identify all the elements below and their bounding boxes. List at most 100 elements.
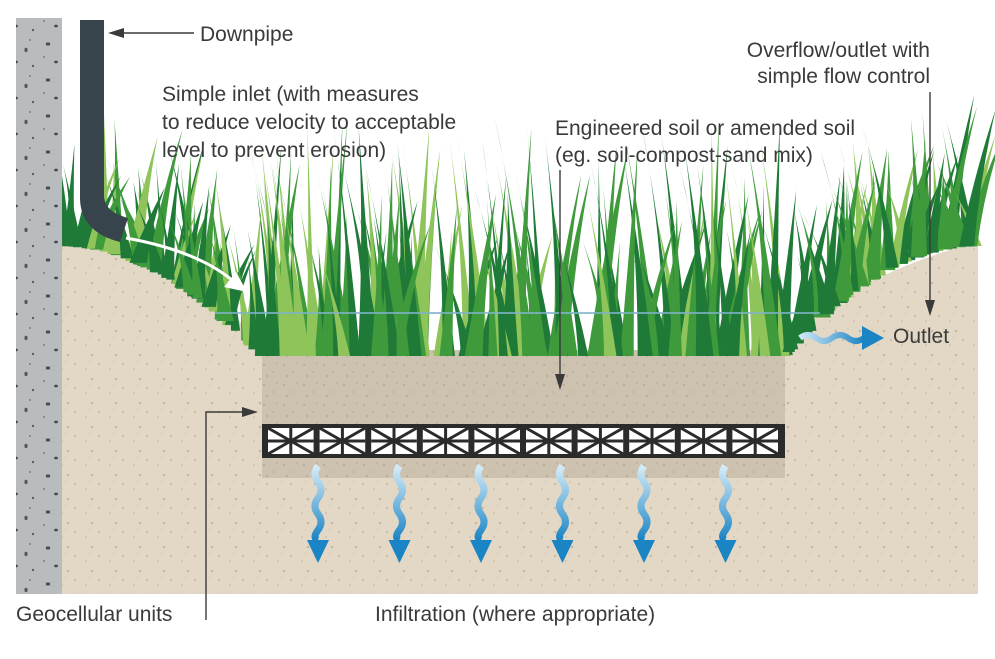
geocellular-unit — [525, 426, 573, 456]
geocellular-units — [262, 424, 785, 458]
infiltration-arrow — [551, 463, 574, 563]
grass-blade — [63, 164, 82, 247]
grass-blade — [129, 187, 165, 263]
grass-blade — [911, 140, 927, 257]
grass-blade — [590, 160, 624, 356]
geocellular-leader — [205, 411, 244, 620]
grass-blade — [313, 237, 351, 356]
inlet-label-line2: to reduce velocity to acceptable — [162, 111, 457, 134]
grass-blade — [487, 198, 498, 356]
overflow-label-line1: Overflow/outlet with — [746, 39, 930, 62]
grass — [50, 95, 995, 357]
grass-blade — [959, 111, 995, 247]
grass-blade — [209, 233, 234, 322]
downpipe-leader-head — [108, 28, 124, 38]
grass-blade — [501, 192, 519, 356]
grass-blade — [630, 236, 673, 356]
grass-blade — [544, 130, 569, 356]
inlet-label-line3: level to prevent erosion) — [162, 139, 387, 162]
grass-blade — [357, 125, 376, 356]
leader-lines — [108, 28, 935, 620]
soil-leader-head — [555, 374, 565, 390]
grass-blade — [668, 199, 682, 356]
grass-blade — [861, 125, 899, 268]
grass-blade — [264, 216, 282, 356]
grass-blade — [683, 144, 714, 356]
grass-blade — [105, 155, 147, 264]
grass-blade — [888, 148, 919, 267]
grass-blade — [827, 178, 870, 287]
grass-blade — [407, 128, 430, 356]
engineered-soil-texture — [262, 350, 785, 478]
grass-blade — [284, 210, 311, 356]
grass-blade — [685, 164, 704, 356]
grass-blade — [371, 194, 383, 356]
geocellular-unit — [422, 426, 470, 456]
grass-blade — [765, 120, 781, 357]
grass-blade — [552, 221, 589, 356]
grass-blade — [102, 168, 134, 259]
grass-blade — [275, 169, 316, 356]
grass-blade — [820, 152, 854, 295]
soil-label-line1: Engineered soil or amended soil — [555, 117, 856, 140]
geocellular-unit — [680, 426, 728, 456]
grass-blade — [619, 148, 638, 356]
outlet-label: Outlet — [893, 325, 950, 348]
geocellular-unit — [318, 426, 366, 456]
grass-blade — [698, 189, 720, 356]
grass-blade — [259, 141, 292, 356]
infiltration-arrow — [388, 463, 411, 563]
soil-label-line2: (eg. soil-compost-sand mix) — [555, 144, 813, 167]
grass-blade — [739, 168, 771, 356]
infiltration-arrow — [470, 463, 492, 563]
grass-blade — [321, 165, 334, 356]
downpipe-label: Downpipe — [200, 23, 294, 46]
geocellular-unit — [473, 426, 521, 456]
grass-blade — [846, 181, 859, 291]
grass-blade — [622, 123, 659, 356]
geocellular-unit — [628, 426, 676, 456]
grass-blade — [552, 174, 591, 356]
overflow-leader-head — [925, 300, 935, 316]
grass-blade — [380, 193, 400, 356]
grass-blade — [439, 205, 457, 356]
grass-blade — [181, 183, 203, 299]
grass-blade — [641, 126, 676, 356]
grass-blade — [494, 117, 535, 356]
grass-blade — [622, 149, 653, 356]
downpipe — [80, 20, 128, 242]
grass-blade — [270, 161, 300, 356]
infiltration-arrow — [714, 463, 737, 563]
geocellular-leader-head — [242, 407, 258, 417]
grass-blade — [386, 177, 410, 356]
grass-blade — [795, 249, 815, 330]
grass-blade — [515, 170, 547, 356]
grass-blade — [365, 166, 401, 356]
infiltration-arrow — [307, 463, 329, 563]
grass-blade — [191, 185, 210, 299]
outlet-arrowhead — [862, 326, 884, 350]
grass-blade — [863, 148, 888, 280]
grass-blade — [744, 126, 782, 356]
overflow-label-line2: simple flow control — [757, 65, 930, 88]
geocellular-unit — [267, 426, 315, 456]
grass-blade — [247, 230, 273, 356]
geocellular-unit — [731, 426, 779, 456]
grass-blade — [434, 244, 474, 356]
grass-blade — [788, 204, 817, 344]
infiltration-arrows — [307, 463, 737, 563]
grass-blade — [482, 139, 508, 356]
grass-blade — [218, 202, 241, 331]
grass-blade — [801, 211, 841, 307]
grass-blade — [248, 257, 260, 350]
grass-blade — [306, 121, 316, 356]
grass-blade — [526, 119, 546, 356]
grass-blade — [723, 231, 751, 356]
grass-blade — [447, 121, 476, 357]
inlet-label-line1: Simple inlet (with measures — [162, 83, 419, 106]
infiltration-label: Infiltration (where appropriate) — [375, 603, 656, 626]
infiltration-arrow — [633, 463, 655, 563]
grass-blade — [935, 170, 953, 250]
geocellular-unit — [370, 426, 418, 456]
